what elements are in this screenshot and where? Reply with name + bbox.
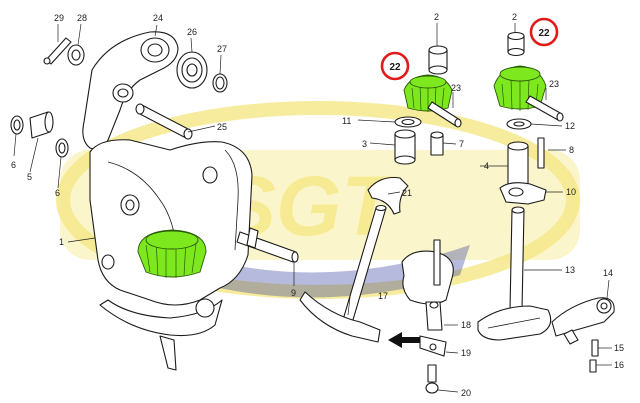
part-pin-8: [537, 137, 545, 169]
part-pin-25: [135, 103, 193, 140]
part-foot-right: [477, 305, 552, 341]
part-washer-11: [394, 116, 422, 128]
label-4: 4: [484, 161, 489, 171]
part-clip-19: [419, 335, 447, 357]
part-pin-15: [591, 339, 599, 357]
label-24: 24: [153, 13, 163, 23]
label-20: 20: [461, 388, 471, 398]
label-19: 19: [461, 348, 471, 358]
label-17: 17: [378, 291, 388, 301]
callout-label-22-middle: 22: [389, 62, 401, 73]
label-12: 12: [565, 121, 575, 131]
label-10: 10: [566, 187, 576, 197]
label-9: 9: [291, 288, 296, 298]
part-bushing-2-middle: [428, 45, 448, 75]
label-2-middle: 2: [434, 12, 439, 22]
label-27: 27: [217, 44, 227, 54]
label-21: 21: [402, 188, 412, 198]
part-lever-arm-24: [82, 31, 179, 150]
part-washer-28: [67, 44, 85, 66]
middle-assembly: [299, 45, 462, 394]
label-23-middle: 23: [451, 83, 461, 93]
part-sleeve-4: [507, 141, 529, 185]
part-shaft-13: [509, 206, 525, 311]
part-washer-6-right: [55, 138, 69, 158]
label-7: 7: [459, 139, 464, 149]
label-23-right: 23: [549, 79, 559, 89]
label-5: 5: [27, 172, 32, 182]
label-1: 1: [59, 237, 64, 247]
label-14: 14: [603, 268, 613, 278]
part-screw-20: [425, 364, 439, 394]
label-25: 25: [217, 122, 227, 132]
part-washer-6-left: [10, 115, 24, 135]
label-16: 16: [614, 360, 624, 370]
part-bushing-7: [430, 131, 444, 156]
part-gear-22-assembled: [137, 229, 207, 278]
part-bushing-5: [29, 111, 54, 139]
label-13: 13: [565, 265, 575, 275]
right-assembly: [477, 31, 615, 373]
part-bracket-10: [499, 182, 547, 205]
label-6-left: 6: [11, 160, 16, 170]
part-shaft-9: [236, 227, 299, 263]
part-foot-hook: [401, 239, 454, 305]
part-bracket-21: [367, 176, 409, 215]
label-29: 29: [54, 13, 64, 23]
label-28: 28: [77, 13, 87, 23]
left-assembly: [10, 31, 299, 371]
part-number-labels: 29 28 24 26 27 25 6 5 6 1 9 2 11 23 3 7 …: [11, 12, 624, 398]
callout-22-right: 22: [529, 17, 559, 47]
direction-arrow: [388, 332, 420, 348]
part-washer-12: [506, 118, 532, 130]
label-18: 18: [461, 320, 471, 330]
label-6-right: 6: [55, 188, 60, 198]
part-bearing-26: [176, 51, 208, 89]
part-pin-23-right: [525, 95, 564, 122]
part-housing-1: [89, 139, 253, 306]
part-pin-16: [589, 359, 597, 373]
part-base-plate: [99, 298, 223, 371]
label-15: 15: [614, 343, 624, 353]
label-8: 8: [569, 145, 574, 155]
part-cotter-pin-29: [43, 37, 72, 65]
part-pin-23-middle: [427, 101, 462, 128]
part-lever-14: [551, 297, 615, 345]
part-sleeve-3: [394, 129, 416, 165]
part-plate-18: [425, 301, 443, 331]
label-26: 26: [187, 27, 197, 37]
label-11: 11: [342, 116, 351, 126]
leader-lines: [13, 23, 612, 393]
callout-22-middle: 22: [380, 51, 410, 81]
part-bushing-2-right: [507, 31, 525, 57]
part-ring-27: [212, 73, 228, 93]
callout-label-22-right: 22: [538, 28, 550, 39]
label-3: 3: [362, 139, 367, 149]
part-shaft-17: [299, 204, 387, 343]
label-2-right: 2: [512, 12, 517, 22]
part-gear-22-middle: [403, 74, 453, 112]
